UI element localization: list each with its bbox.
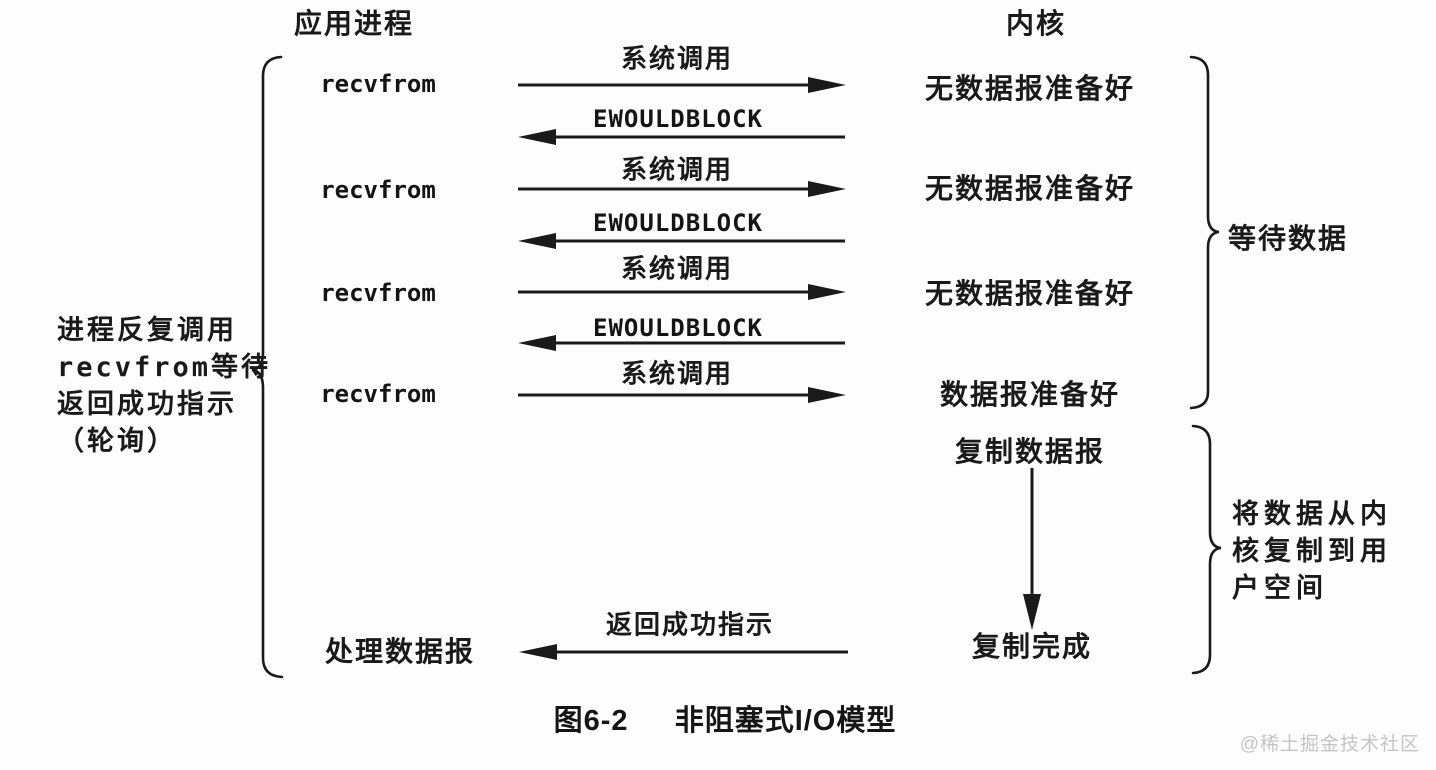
ewouldblock-label-2: EWOULDBLOCK bbox=[593, 209, 763, 237]
left-brace bbox=[251, 55, 284, 679]
copy-note-line-1: 将数据从内 bbox=[1232, 499, 1392, 529]
syscall-arrow-1 bbox=[518, 77, 846, 93]
copy-datagram-label: 复制数据报 bbox=[954, 436, 1106, 467]
syscall-arrow-3 bbox=[518, 284, 846, 300]
recvfrom-call-1: recvfrom bbox=[320, 70, 436, 98]
wait-data-brace bbox=[1189, 55, 1220, 410]
syscall-label-3: 系统调用 bbox=[620, 253, 734, 284]
kernel-state-4: 数据报准备好 bbox=[939, 379, 1121, 410]
kernel-state-3: 无数据报准备好 bbox=[924, 278, 1136, 309]
return-success-label: 返回成功指示 bbox=[605, 609, 775, 640]
figure-title: 非阻塞式I/O模型 bbox=[674, 705, 897, 737]
kernel-state-1: 无数据报准备好 bbox=[924, 73, 1136, 104]
syscall-label-4: 系统调用 bbox=[620, 358, 734, 389]
process-datagram-label: 处理数据报 bbox=[324, 636, 476, 667]
right-column-header: 内核 bbox=[1005, 8, 1067, 39]
ewouldblock-arrow-1 bbox=[518, 129, 845, 145]
copy-note-line-2: 核复制到用 bbox=[1232, 536, 1392, 566]
syscall-arrow-2 bbox=[518, 181, 846, 197]
left-column-header: 应用进程 bbox=[293, 8, 415, 39]
polling-note-line-1: 进程反复调用 bbox=[57, 315, 237, 346]
wait-data-label: 等待数据 bbox=[1228, 223, 1349, 254]
return-arrow bbox=[519, 644, 848, 660]
syscall-label-1: 系统调用 bbox=[620, 43, 734, 74]
polling-note-line-3: 返回成功指示 bbox=[57, 389, 237, 420]
figure-number: 图6-2 bbox=[553, 705, 629, 737]
syscall-arrow-4 bbox=[518, 387, 846, 403]
recvfrom-call-4: recvfrom bbox=[320, 380, 436, 408]
polling-note-line-4: （轮询） bbox=[57, 426, 177, 457]
copy-note-line-3: 户空间 bbox=[1232, 573, 1328, 603]
syscall-label-2: 系统调用 bbox=[620, 154, 734, 185]
watermark: @稀土掘金技术社区 bbox=[1239, 734, 1420, 755]
ewouldblock-label-1: EWOULDBLOCK bbox=[593, 105, 763, 133]
recvfrom-call-2: recvfrom bbox=[320, 176, 436, 204]
copy-complete-label: 复制完成 bbox=[971, 631, 1093, 662]
polling-note: 进程反复调用 recvfrom等待 返回成功指示 （轮询） bbox=[57, 312, 271, 460]
ewouldblock-arrow-3 bbox=[518, 335, 845, 351]
ewouldblock-label-3: EWOULDBLOCK bbox=[593, 314, 763, 342]
copy-note: 将数据从内 核复制到用 户空间 bbox=[1232, 496, 1392, 607]
figure-caption: 图6-2 非阻塞式I/O模型 bbox=[554, 697, 897, 739]
polling-note-line-2: recvfrom等待 bbox=[57, 352, 272, 383]
recvfrom-call-3: recvfrom bbox=[320, 279, 436, 307]
copy-data-brace bbox=[1191, 424, 1222, 675]
kernel-state-2: 无数据报准备好 bbox=[924, 173, 1136, 204]
ewouldblock-arrow-2 bbox=[518, 233, 845, 249]
copy-down-arrow bbox=[1023, 468, 1041, 630]
